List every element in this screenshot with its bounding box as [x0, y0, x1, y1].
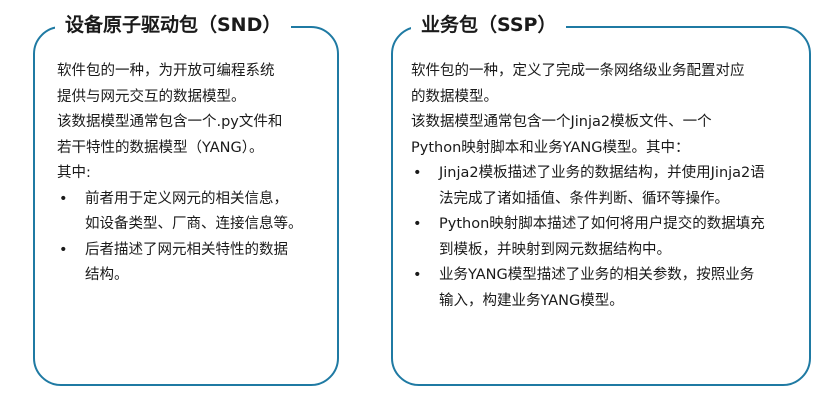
ssp-bullet-list: • Jinja2模板描述了业务的数据结构，并使用Jinja2语 法完成了诸如插值… [411, 161, 799, 314]
snd-label: 其中: [57, 165, 91, 181]
bullet-line: 业务YANG模型描述了业务的相关参数，按照业务 [439, 267, 755, 283]
ssp-card-title: 业务包（SSP） [411, 11, 567, 39]
ssp-intro-line: 该数据模型通常包含一个Jinja2模板文件、一个 [411, 114, 712, 130]
ssp-bullet-item: • 业务YANG模型描述了业务的相关参数，按照业务 输入，构建业务YANG模型。 [411, 263, 799, 314]
bullet-line: 后者描述了网元相关特性的数据 [85, 241, 288, 258]
ssp-intro-line: Python映射脚本和业务YANG模型。其中： [411, 139, 690, 156]
snd-bullet-item: • 后者描述了网元相关特性的数据 结构。 [57, 238, 327, 289]
bullet-line: 法完成了诸如插值、条件判断、循环等操作。 [439, 190, 729, 207]
bullet-dot-icon: • [413, 267, 422, 283]
snd-intro-line: 若干特性的数据模型（YANG）。 [57, 139, 264, 156]
snd-intro-line: 该数据模型通常包含一个.py文件和 [57, 114, 283, 130]
snd-intro-line: 提供与网元交互的数据模型。 [57, 88, 246, 105]
ssp-bullet-item: • Python映射脚本描述了如何将用户提交的数据填充 到模板，并映射到网元数据… [411, 212, 799, 263]
snd-card-content: 软件包的一种，为开放可编程系统 提供与网元交互的数据模型。 该数据模型通常包含一… [57, 59, 327, 289]
bullet-line: 前者用于定义网元的相关信息， [85, 190, 288, 207]
snd-bullet-list: • 前者用于定义网元的相关信息， 如设备类型、厂商、连接信息等。 • 后者描述了… [57, 187, 327, 289]
ssp-card-content: 软件包的一种，定义了完成一条网络级业务配置对应 的数据模型。 该数据模型通常包含… [411, 59, 799, 314]
snd-intro-line: 软件包的一种，为开放可编程系统 [57, 63, 275, 79]
bullet-dot-icon: • [59, 190, 68, 207]
bullet-dot-icon: • [413, 165, 422, 181]
bullet-dot-icon: • [413, 216, 422, 232]
ssp-intro-line: 的数据模型。 [411, 88, 498, 105]
bullet-line: 如设备类型、厂商、连接信息等。 [85, 216, 303, 232]
snd-card-title: 设备原子驱动包（SND） [55, 11, 292, 39]
snd-bullet-item: • 前者用于定义网元的相关信息， 如设备类型、厂商、连接信息等。 [57, 187, 327, 238]
bullet-line: Python映射脚本描述了如何将用户提交的数据填充 [439, 216, 765, 232]
bullet-dot-icon: • [59, 241, 68, 258]
bullet-line: 输入，构建业务YANG模型。 [439, 292, 624, 309]
bullet-line: 到模板，并映射到网元数据结构中。 [439, 241, 671, 258]
ssp-bullet-item: • Jinja2模板描述了业务的数据结构，并使用Jinja2语 法完成了诸如插值… [411, 161, 799, 212]
bullet-line: 结构。 [85, 267, 129, 283]
ssp-card: 业务包（SSP） 软件包的一种，定义了完成一条网络级业务配置对应 的数据模型。 … [391, 11, 811, 386]
bullet-line: Jinja2模板描述了业务的数据结构，并使用Jinja2语 [439, 165, 765, 181]
snd-card: 设备原子驱动包（SND） 软件包的一种，为开放可编程系统 提供与网元交互的数据模… [33, 11, 339, 386]
ssp-intro-line: 软件包的一种，定义了完成一条网络级业务配置对应 [411, 63, 745, 79]
